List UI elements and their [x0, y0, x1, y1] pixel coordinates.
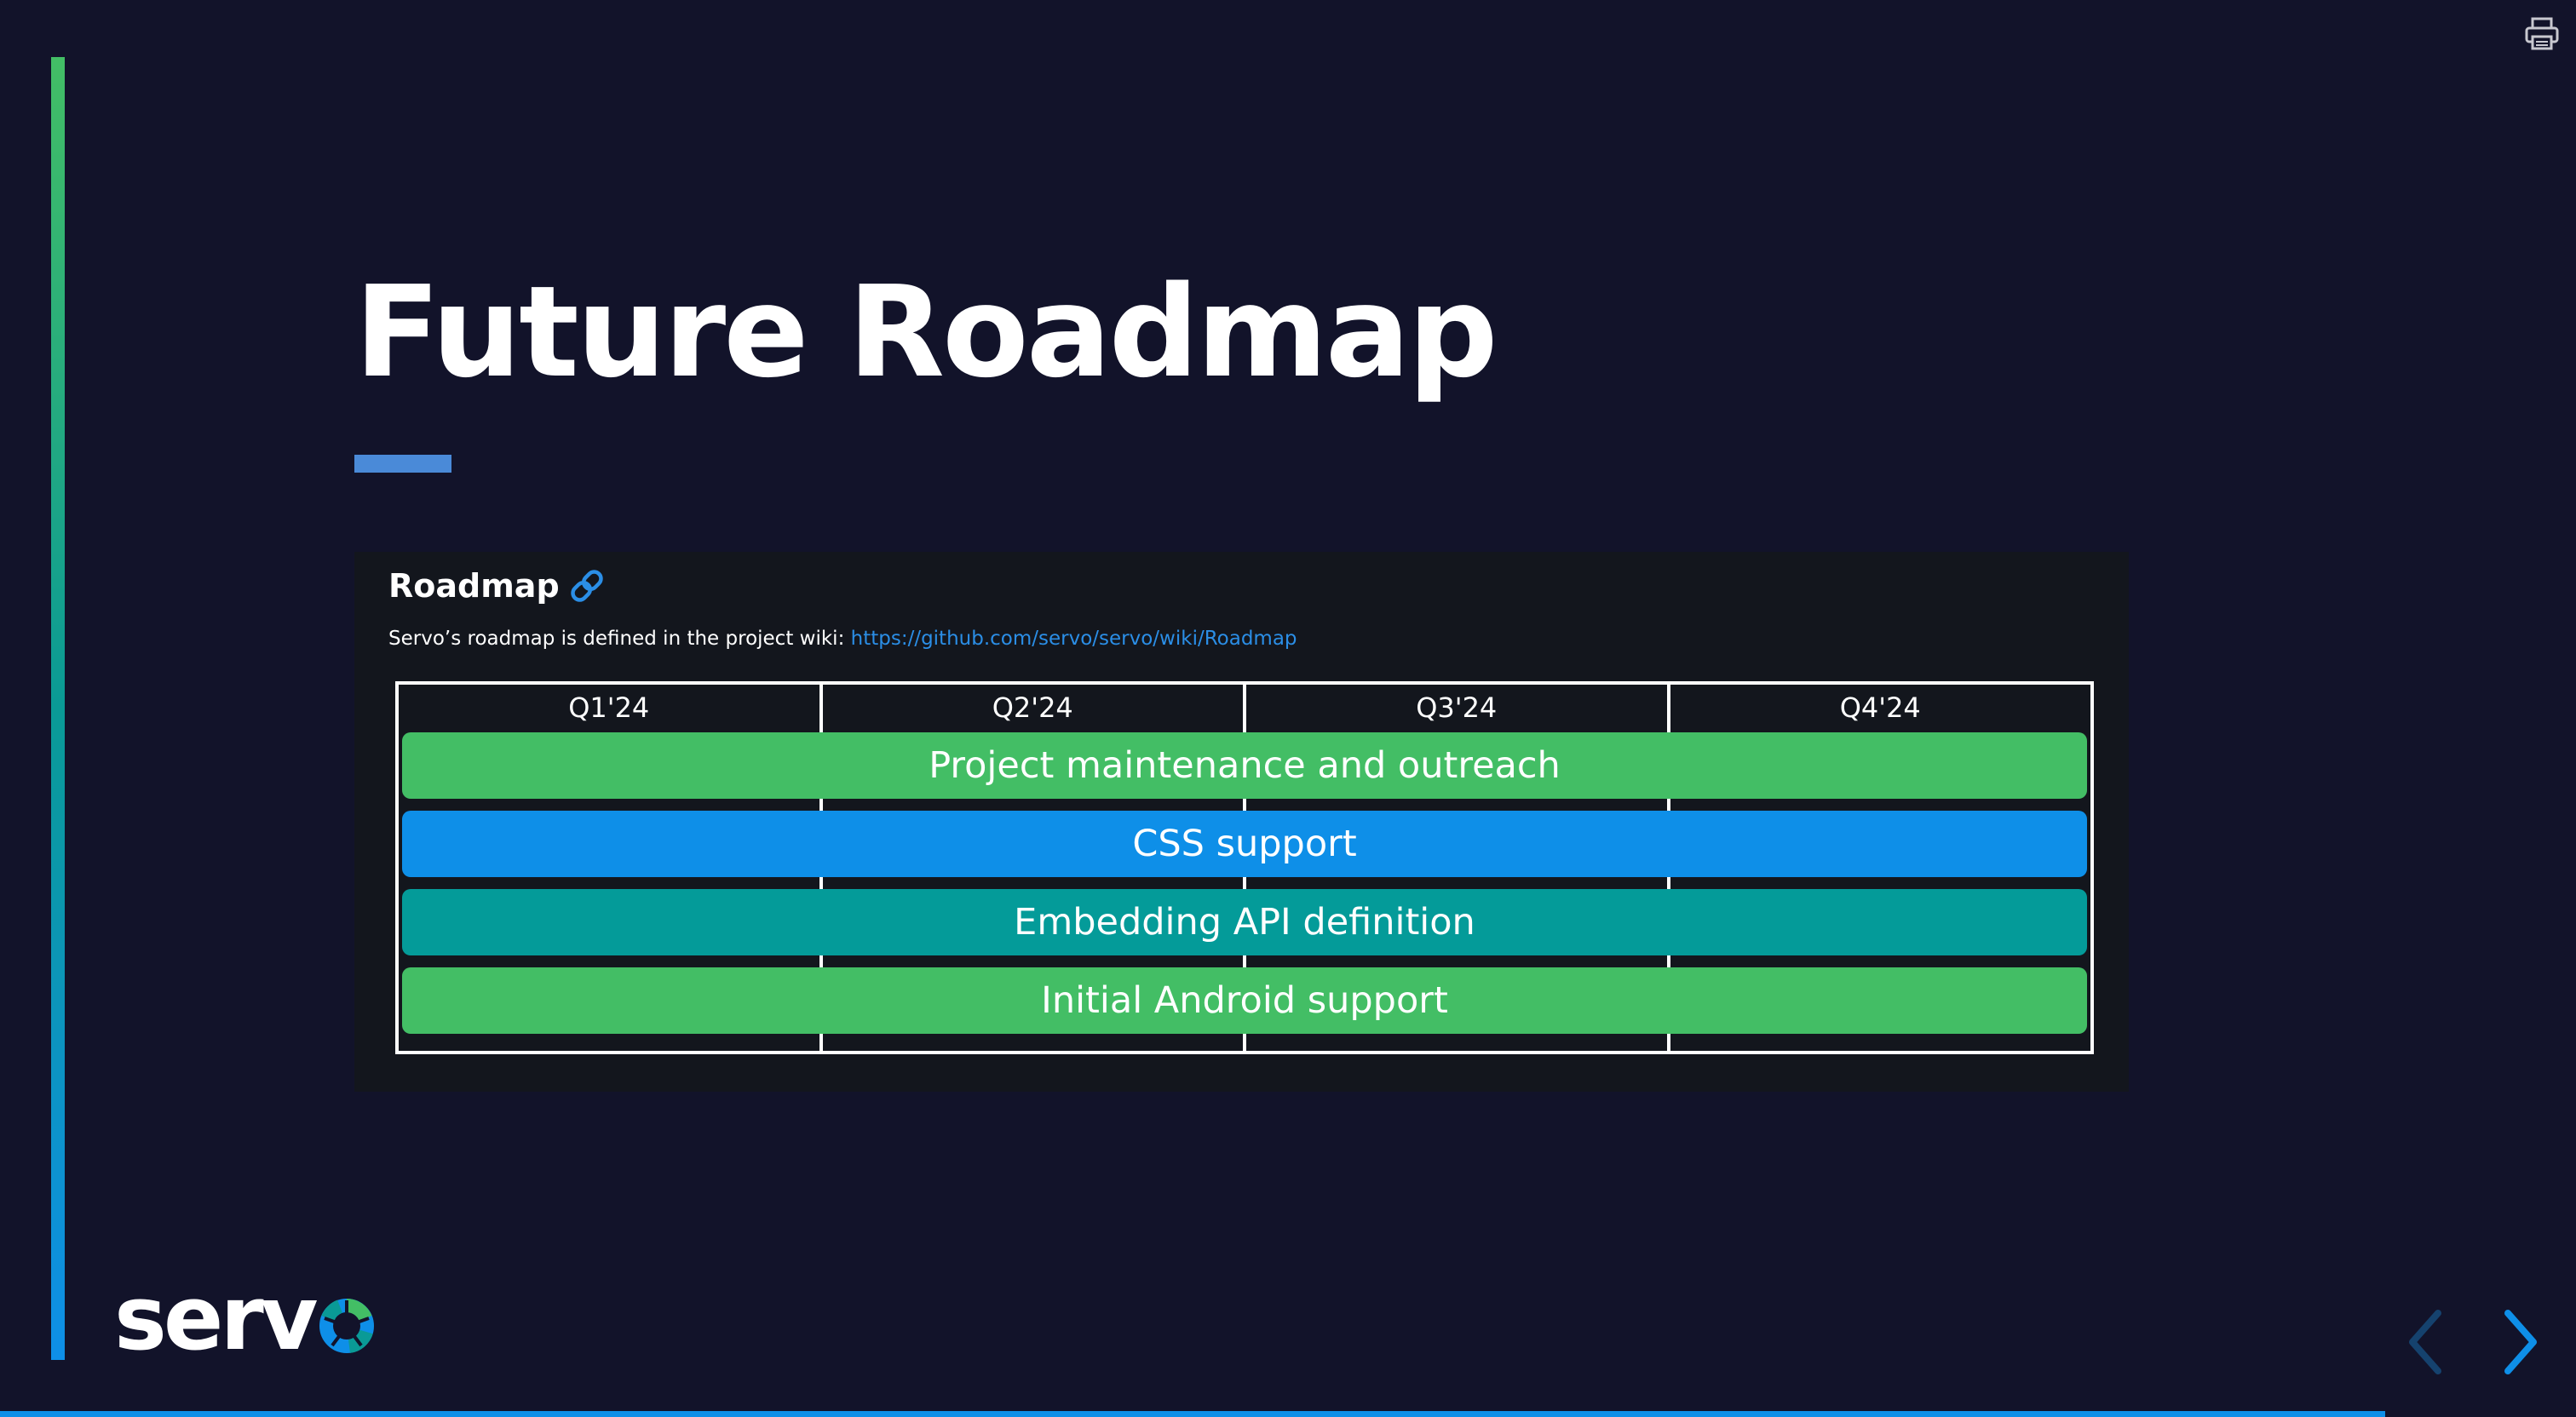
- roadmap-bar-css: CSS support: [402, 811, 2087, 877]
- link-icon[interactable]: [568, 567, 606, 605]
- roadmap-timeline: Q1'24 Q2'24 Q3'24 Q4'24 Project maintena…: [395, 681, 2094, 1054]
- title-underline: [354, 455, 451, 473]
- roadmap-description: Servo’s roadmap is defined in the projec…: [388, 623, 1297, 654]
- slide-progress-fill: [0, 1411, 2386, 1417]
- roadmap-wiki-link[interactable]: https://github.com/servo/servo/wiki/Road…: [850, 628, 1297, 650]
- servo-logo-mark-icon: [319, 1299, 374, 1353]
- chevron-right-icon: [2504, 1310, 2537, 1374]
- roadmap-description-text: Servo’s roadmap is defined in the projec…: [388, 628, 851, 650]
- roadmap-bar-android: Initial Android support: [402, 967, 2087, 1034]
- slide-title: Future Roadmap: [354, 259, 1498, 405]
- roadmap-heading-text: Roadmap: [388, 567, 560, 605]
- servo-logo-text: serv: [114, 1266, 319, 1370]
- accent-side-bar: [51, 57, 65, 1360]
- roadmap-bar-embedding: Embedding API definition: [402, 889, 2087, 955]
- roadmap-heading: Roadmap: [388, 562, 606, 610]
- print-button[interactable]: [2523, 15, 2561, 53]
- chevron-left-icon: [2409, 1310, 2441, 1374]
- quarter-q4: Q4'24: [1839, 691, 1921, 724]
- printer-icon: [2525, 17, 2559, 50]
- roadmap-panel: Roadmap Servo’s roadmap is defined in th…: [354, 552, 2129, 1092]
- servo-logo: serv: [114, 1267, 375, 1369]
- roadmap-bar-maintenance: Project maintenance and outreach: [402, 732, 2087, 799]
- previous-slide-button[interactable]: [2404, 1308, 2447, 1376]
- next-slide-button[interactable]: [2499, 1308, 2542, 1376]
- slide-progress-bar: [0, 1411, 2576, 1417]
